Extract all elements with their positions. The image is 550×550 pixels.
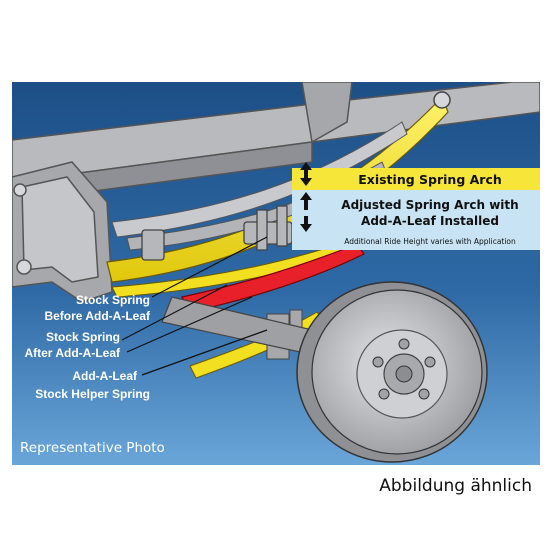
adjusted-arch-label-box: Adjusted Spring Arch with Add-A-Leaf Ins…: [292, 190, 540, 250]
ride-height-note: Additional Ride Height varies with Appli…: [344, 237, 516, 246]
existing-arch-label-box: Existing Spring Arch: [292, 168, 540, 190]
adjusted-arch-label-2: Add-A-Leaf Installed: [361, 214, 499, 228]
stock-spring-after-label-2: After Add-A-Leaf: [24, 346, 121, 360]
representative-photo-label: Representative Photo: [20, 440, 165, 456]
frame-bracket: [12, 161, 113, 303]
adjusted-arch-label-1: Adjusted Spring Arch with: [341, 198, 518, 212]
image-caption: Abbildung ähnlich: [379, 476, 532, 496]
leader-lines: [121, 236, 268, 376]
stock-helper-spring-label: Stock Helper Spring: [35, 387, 150, 401]
add-a-leaf-label: Add-A-Leaf: [72, 369, 138, 383]
add-a-leaf: [181, 243, 365, 313]
stock-spring-before-label-1: Stock Spring: [76, 293, 150, 307]
stock-spring-before-label-2: Before Add-A-Leaf: [44, 309, 151, 323]
existing-arch-label: Existing Spring Arch: [358, 172, 502, 187]
stock-spring-after-label-1: Stock Spring: [46, 330, 120, 344]
spring-diagram: Existing Spring Arch Adjusted Spring Arc…: [12, 82, 540, 465]
height-arrow-icons: [300, 162, 312, 232]
brake-drum: [296, 281, 488, 463]
